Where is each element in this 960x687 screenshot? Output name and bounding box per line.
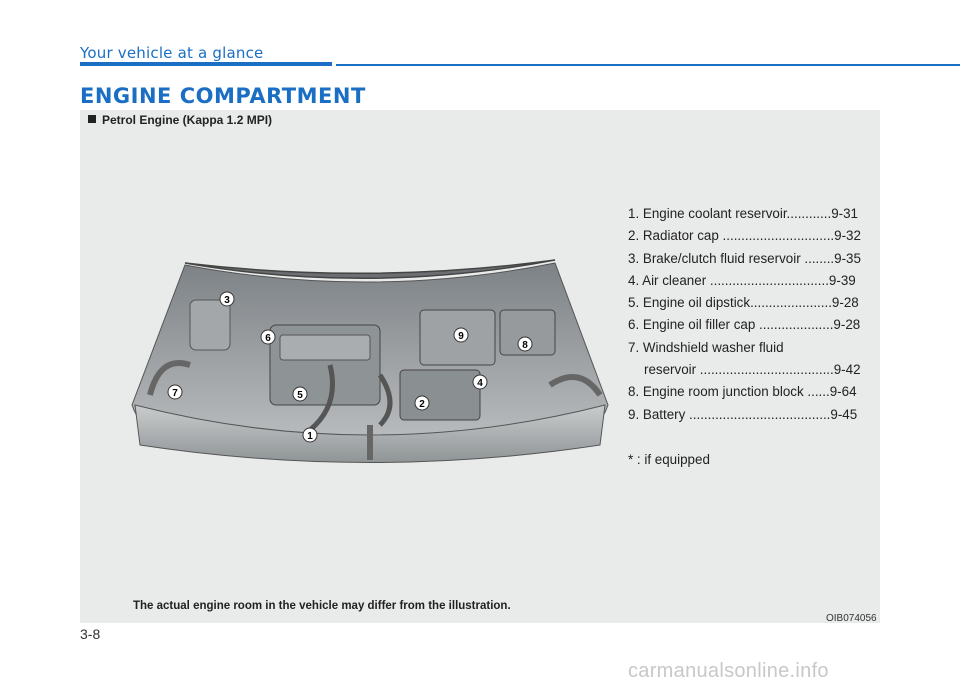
engine-illustration: 1 2 3 4 5 6 7 8 9 <box>131 259 609 463</box>
part-item: 9. Battery .............................… <box>628 406 858 422</box>
callout-6: 6 <box>260 329 276 345</box>
figure-disclaimer: The actual engine room in the vehicle ma… <box>133 600 511 612</box>
figure-subtitle-text: Petrol Engine (Kappa 1.2 MPI) <box>102 113 273 127</box>
parts-list: 1. Engine coolant reservoir............9… <box>628 203 888 426</box>
callout-label-1: 1 <box>307 431 313 442</box>
callout-label-2: 2 <box>419 399 425 410</box>
callout-label-7: 7 <box>172 388 178 399</box>
part-item: 1. Engine coolant reservoir............9… <box>628 206 858 221</box>
part-item: 6. Engine oil filler cap ...............… <box>628 317 861 333</box>
section-label: Your vehicle at a glance <box>80 44 264 62</box>
header-rule-thin <box>336 64 960 66</box>
figure-code: OIB074056 <box>826 613 877 624</box>
part-item: 5. Engine oil dipstick..................… <box>628 295 859 311</box>
part-item: 3. Brake/clutch fluid reservoir ........… <box>628 250 861 266</box>
square-bullet-icon <box>88 115 96 123</box>
equipped-note: * : if equipped <box>628 452 710 467</box>
page-number: 3-8 <box>80 626 101 642</box>
callout-8: 8 <box>517 336 533 352</box>
part-item: 7. Windshield washer fluid <box>628 339 784 355</box>
callout-5: 5 <box>292 386 308 402</box>
callout-1: 1 <box>302 427 318 443</box>
callout-label-8: 8 <box>522 340 528 351</box>
callout-label-9: 9 <box>458 331 464 342</box>
callout-label-5: 5 <box>297 390 303 401</box>
callout-7: 7 <box>167 384 183 400</box>
header-rule-thick <box>80 62 332 66</box>
part-item: 2. Radiator cap ........................… <box>628 228 861 244</box>
callout-3: 3 <box>219 291 235 307</box>
part-item: 8. Engine room junction block ......9-64 <box>628 384 857 400</box>
part-item-continuation: reservoir ..............................… <box>644 362 861 378</box>
watermark: carmanualsonline.info <box>628 660 829 682</box>
part-item: 4. Air cleaner .........................… <box>628 272 856 288</box>
figure-subtitle: Petrol Engine (Kappa 1.2 MPI) <box>88 113 272 127</box>
page-title: ENGINE COMPARTMENT <box>80 84 366 108</box>
callout-label-3: 3 <box>224 295 230 306</box>
callout-label-4: 4 <box>477 378 483 389</box>
callout-2: 2 <box>414 395 430 411</box>
callout-label-6: 6 <box>265 333 271 344</box>
callout-9: 9 <box>453 327 469 343</box>
callout-4: 4 <box>472 374 488 390</box>
